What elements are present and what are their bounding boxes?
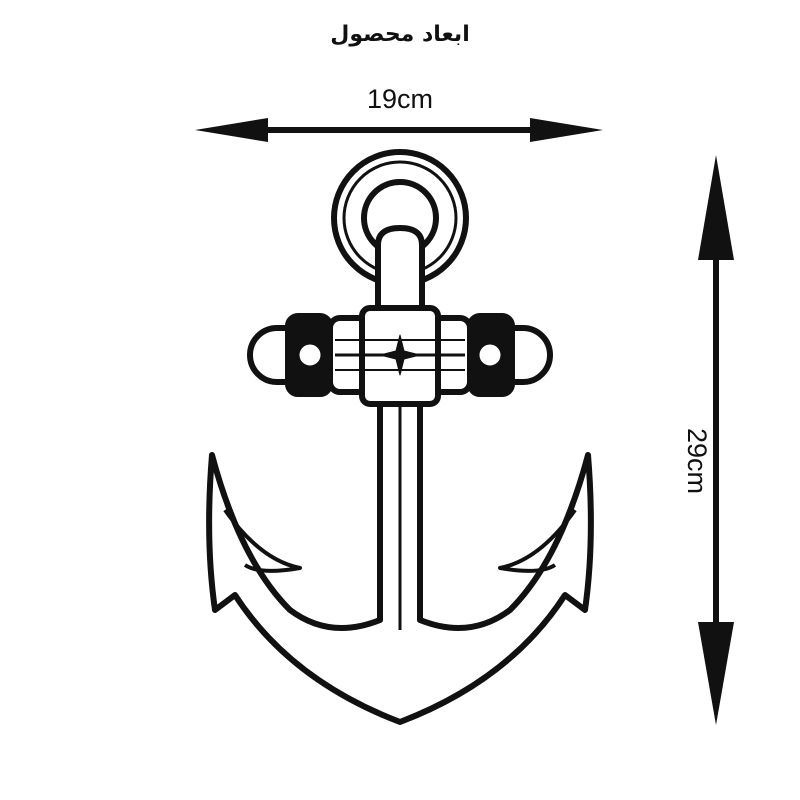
width-label: 19cm <box>366 84 434 114</box>
product-dimensions-title: ابعاد محصول <box>330 22 470 47</box>
height-arrow <box>698 155 734 725</box>
width-arrow <box>195 118 603 142</box>
anchor-icon <box>206 149 594 725</box>
